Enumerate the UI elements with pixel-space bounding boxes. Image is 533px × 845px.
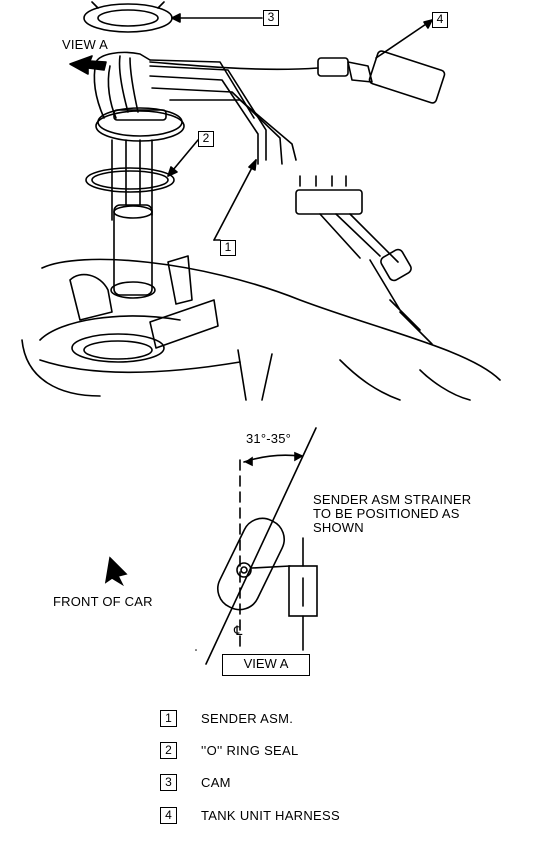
- view-a-top-label: VIEW A: [62, 37, 108, 52]
- callout-1: 1: [220, 240, 236, 256]
- strainer-note-line-1: SENDER ASM STRAINER: [313, 492, 472, 507]
- legend-text: SENDER ASM.: [201, 711, 294, 726]
- legend-text: CAM: [201, 775, 231, 790]
- callout-4: 4: [432, 12, 448, 28]
- strainer-note-line-3: SHOWN: [313, 520, 364, 535]
- legend-text: ''O'' RING SEAL: [201, 743, 299, 758]
- view-a-arrow: [69, 55, 107, 75]
- front-arrow: [104, 556, 128, 587]
- legend-num: 1: [160, 710, 177, 727]
- view-a-box: VIEW A: [222, 654, 310, 676]
- front-of-car-label: FRONT OF CAR: [53, 594, 153, 609]
- legend-num: 3: [160, 774, 177, 791]
- angle-line: [205, 427, 317, 665]
- legend-num: 2: [160, 742, 177, 759]
- legend-num: 4: [160, 807, 177, 824]
- callout-3: 3: [263, 10, 279, 26]
- o-ring: [85, 167, 175, 193]
- callout-2: 2: [198, 131, 214, 147]
- strainer-note-line-2: TO BE POSITIONED AS: [313, 506, 460, 521]
- strainer-outline: [217, 517, 285, 611]
- legend-text: TANK UNIT HARNESS: [201, 808, 340, 823]
- angle-label: 31°-35°: [246, 431, 292, 446]
- centerline-label: ℄: [234, 623, 243, 638]
